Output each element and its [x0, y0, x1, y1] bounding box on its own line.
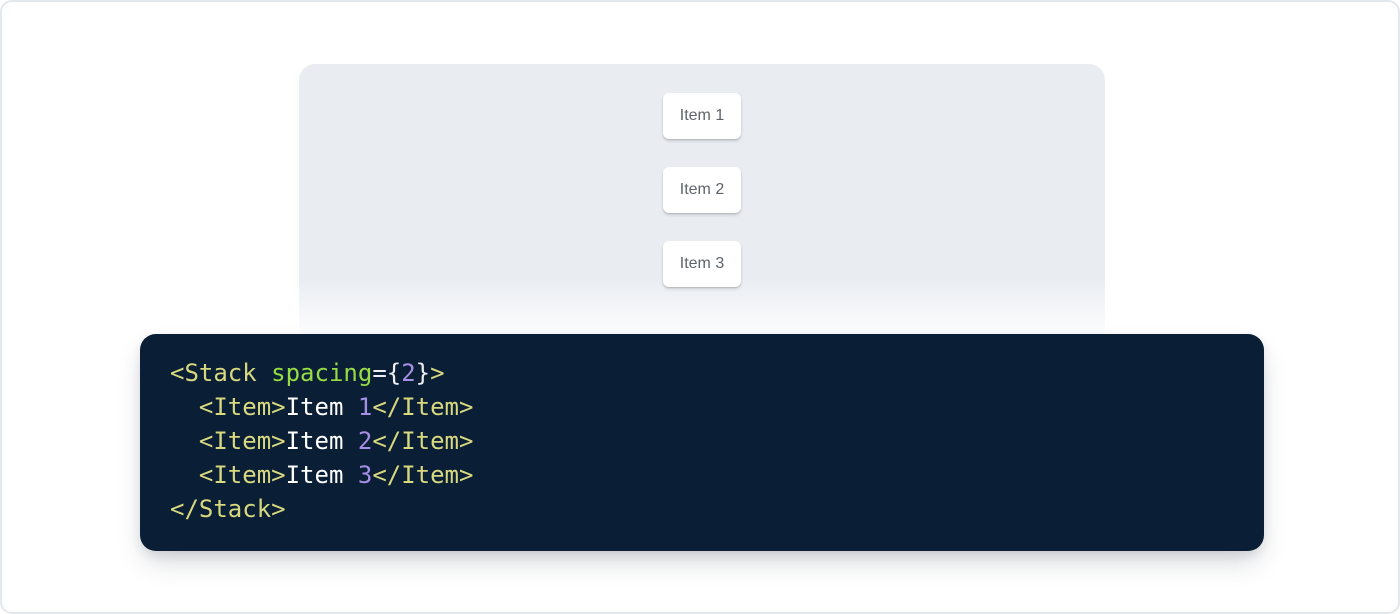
- code-token-tag: </Item>: [372, 393, 474, 421]
- code-token-plain: [170, 427, 199, 455]
- stack-demo-preview-panel: Item 1 Item 2 Item 3: [299, 64, 1105, 342]
- code-content: <Stack spacing={2}> <Item>Item 1</Item> …: [140, 334, 1264, 548]
- code-token-plain: [170, 461, 199, 489]
- code-block: <Stack spacing={2}> <Item>Item 1</Item> …: [140, 334, 1264, 551]
- code-token-tag: </Item>: [372, 427, 474, 455]
- code-token-num: 1: [357, 393, 373, 421]
- code-token-plain: [170, 393, 199, 421]
- code-token-tag: <Item>: [198, 393, 286, 421]
- code-token-tag: </Stack>: [170, 495, 286, 523]
- stack-item-card: Item 3: [663, 241, 741, 287]
- stack-item-card: Item 1: [663, 93, 741, 139]
- code-token-plain: [257, 359, 271, 387]
- code-token-tag: <Stack: [170, 359, 257, 387]
- code-token-num: 2: [357, 427, 373, 455]
- code-token-tag: >: [430, 359, 445, 387]
- code-token-tag: <Item>: [198, 427, 286, 455]
- code-token-punct: }: [415, 359, 431, 387]
- code-token-plain: Item: [285, 393, 358, 421]
- code-token-plain: Item: [285, 461, 358, 489]
- code-token-tag: <Item>: [198, 461, 286, 489]
- stack-item-label: Item 1: [679, 107, 725, 124]
- code-token-num: 3: [357, 461, 373, 489]
- code-token-num: 2: [401, 359, 416, 387]
- code-token-plain: Item: [285, 427, 358, 455]
- code-token-tag: </Item>: [372, 461, 474, 489]
- stack-item-label: Item 2: [679, 181, 725, 198]
- code-token-attr: spacing: [271, 359, 373, 387]
- stack-item-card: Item 2: [663, 167, 741, 213]
- stack-item-label: Item 3: [679, 255, 725, 272]
- code-token-punct: ={: [372, 359, 402, 387]
